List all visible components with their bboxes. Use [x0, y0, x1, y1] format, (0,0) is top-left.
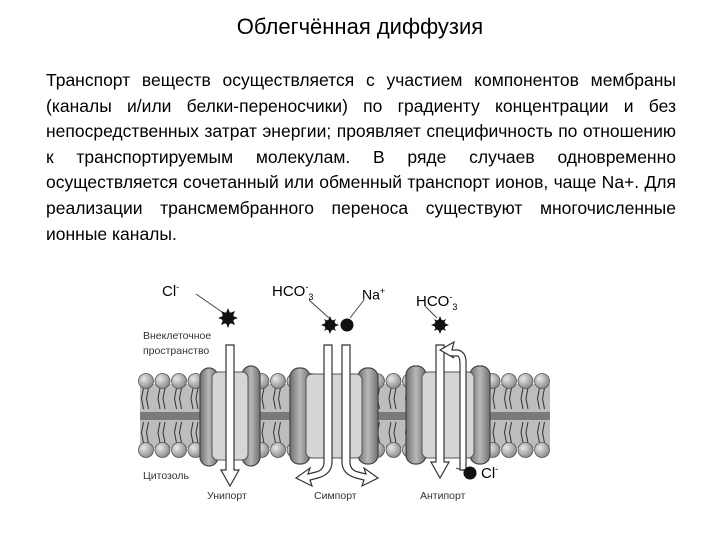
na-ion [341, 319, 354, 332]
symport-label: Симпорт [314, 490, 357, 502]
cl-leader-line [196, 294, 222, 312]
lipid-head [502, 374, 517, 389]
na-label: Na+ [362, 286, 385, 303]
symport-carrier [290, 368, 378, 464]
antiport-carrier [406, 366, 490, 464]
hco3-leader-line [309, 300, 329, 318]
lipid-head [155, 374, 170, 389]
antiport-label: Антипорт [420, 490, 465, 502]
na-leader-line [350, 300, 364, 318]
hco3-label: HCO-3 [272, 282, 313, 302]
uniport-label: Унипорт [207, 490, 247, 502]
lipid-head [155, 443, 170, 458]
lipid-head [271, 443, 286, 458]
hco3-label-antiport: HCO-3 [416, 292, 457, 312]
extracellular-label-line1: Внеклеточное [143, 330, 211, 342]
lipid-head [518, 443, 533, 458]
cl-ion-cytosol [464, 467, 477, 480]
lipid-head [502, 443, 517, 458]
cl-ion [218, 308, 238, 328]
lipid-head [271, 374, 286, 389]
cytosol-label: Цитозоль [143, 470, 189, 482]
lipid-head [139, 374, 154, 389]
cl-label: Cl- [162, 282, 179, 300]
lipid-head [518, 374, 533, 389]
hco3-ion [321, 316, 339, 334]
extracellular-label-line2: пространство [143, 345, 209, 357]
lipid-head [386, 374, 401, 389]
lipid-head [386, 443, 401, 458]
hco3-ion-antiport [431, 316, 449, 334]
lipid-head [172, 374, 187, 389]
lipid-head [535, 374, 550, 389]
cl-label-cytosol: Cl- [481, 464, 498, 482]
lipid-head [139, 443, 154, 458]
lipid-head [535, 443, 550, 458]
lipid-head [172, 443, 187, 458]
